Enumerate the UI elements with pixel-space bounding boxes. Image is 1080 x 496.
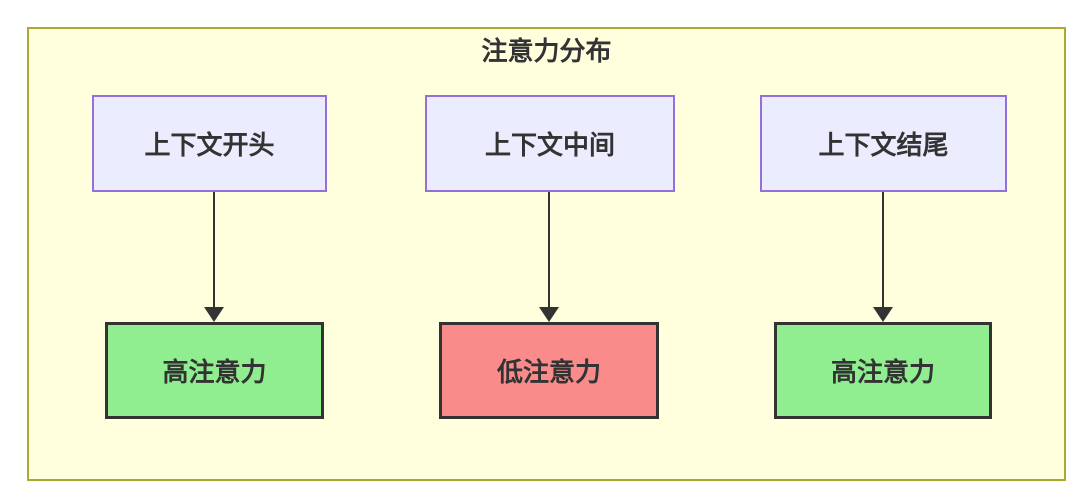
node-context-end: 上下文结尾 <box>760 95 1007 192</box>
node-high-attention-left-label: 高注意力 <box>162 357 267 387</box>
cluster-title: 注意力分布 <box>481 36 612 66</box>
node-high-attention-left: 高注意力 <box>105 322 324 419</box>
arrow-line <box>213 192 215 307</box>
node-context-beginning-label: 上下文开头 <box>144 130 275 160</box>
arrowhead-down-icon <box>873 307 893 322</box>
arrowhead-down-icon <box>204 307 224 322</box>
node-high-attention-right: 高注意力 <box>774 322 992 419</box>
node-context-middle-label: 上下文中间 <box>484 130 615 160</box>
cluster-attention-distribution: 注意力分布 上下文开头 上下文中间 上下文结尾 高注意力 低注意力 <box>27 27 1066 481</box>
arrow-beginning-to-high <box>204 192 224 322</box>
arrow-line <box>548 192 550 307</box>
arrowhead-down-icon <box>539 307 559 322</box>
arrow-middle-to-low <box>539 192 559 322</box>
node-high-attention-right-label: 高注意力 <box>830 357 935 387</box>
node-low-attention-label: 低注意力 <box>496 357 601 387</box>
arrow-line <box>882 192 884 307</box>
node-context-end-label: 上下文结尾 <box>818 130 949 160</box>
node-context-beginning: 上下文开头 <box>92 95 327 192</box>
arrow-end-to-high <box>873 192 893 322</box>
node-low-attention: 低注意力 <box>439 322 659 419</box>
node-context-middle: 上下文中间 <box>425 95 675 192</box>
